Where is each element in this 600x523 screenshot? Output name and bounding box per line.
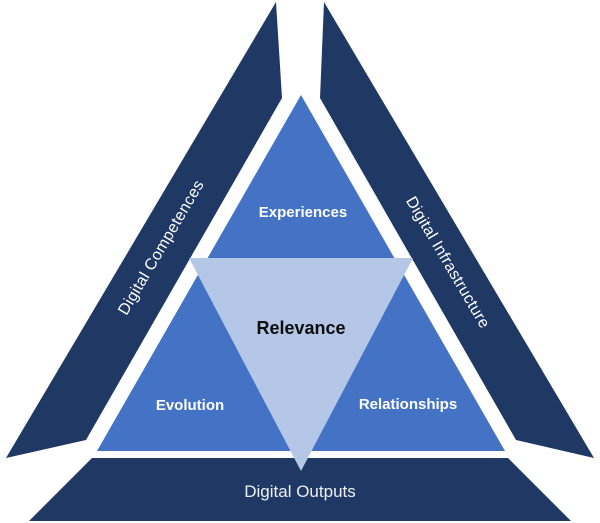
digital-infrastructure-segment-shape (320, 2, 594, 458)
digital-outputs-segment-shape (29, 458, 571, 521)
relevance-triangle-shape (189, 258, 413, 471)
digital-competences-segment-shape (6, 2, 282, 458)
